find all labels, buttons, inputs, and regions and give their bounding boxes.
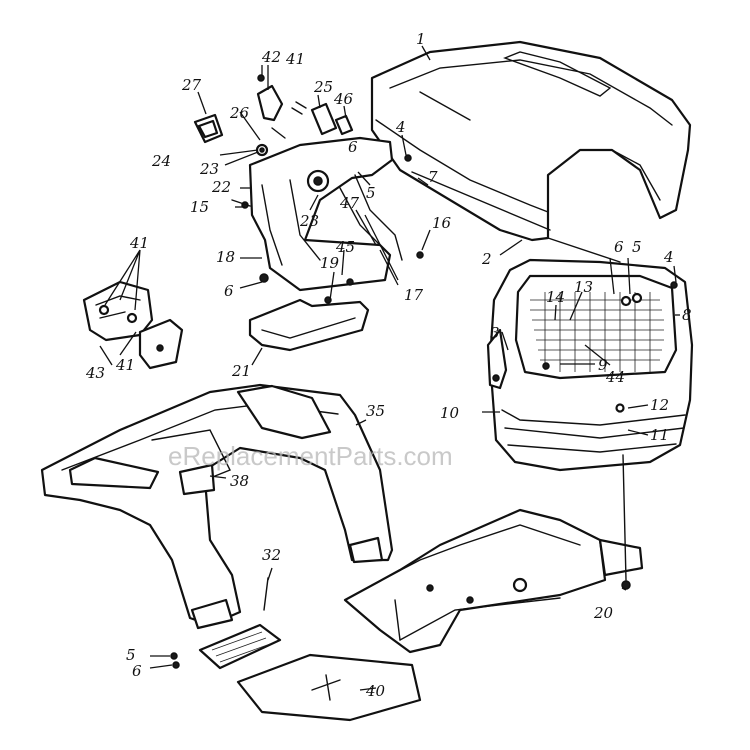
callout-20: 20 xyxy=(593,604,614,622)
callout-21: 21 xyxy=(231,362,251,380)
callout-6: 6 xyxy=(224,282,234,300)
callout-11: 11 xyxy=(650,426,669,444)
leader-lines xyxy=(99,45,680,691)
callout-8: 8 xyxy=(682,306,692,324)
fasteners xyxy=(170,154,678,669)
callout-5: 5 xyxy=(126,646,136,664)
hood-rod-extension xyxy=(547,237,621,263)
dash-panel xyxy=(248,136,403,292)
callout-1: 1 xyxy=(416,30,426,48)
lever-bracket xyxy=(82,280,184,370)
callout-47: 47 xyxy=(339,194,360,212)
callout-41: 41 xyxy=(115,356,135,374)
callout-27: 27 xyxy=(181,76,202,94)
callout-numbers: 1 2 3 4 4 5 5 5 6 6 6 6 7 8 9 10 11 12 1… xyxy=(85,30,692,700)
callout-16: 16 xyxy=(432,214,452,232)
callout-25: 25 xyxy=(313,78,333,96)
callout-14: 14 xyxy=(546,288,565,306)
callout-10: 10 xyxy=(440,404,460,422)
callout-45: 45 xyxy=(335,238,355,256)
callout-26: 26 xyxy=(229,104,250,122)
grille-assembly xyxy=(486,258,694,472)
callout-40: 40 xyxy=(365,682,386,700)
callout-12: 12 xyxy=(650,396,669,414)
callout-5: 5 xyxy=(632,238,642,256)
callout-23: 23 xyxy=(299,212,319,230)
callout-23: 23 xyxy=(199,160,219,178)
callout-7: 7 xyxy=(428,168,438,186)
callout-2: 2 xyxy=(481,250,492,268)
mount-bracket xyxy=(248,298,370,352)
callout-35: 35 xyxy=(366,402,385,420)
callout-24: 24 xyxy=(151,152,171,170)
callout-15: 15 xyxy=(190,198,209,216)
callout-3: 3 xyxy=(490,324,500,342)
hood-part xyxy=(370,40,692,242)
callout-5: 5 xyxy=(366,184,376,202)
callout-4: 4 xyxy=(663,248,674,266)
floor-plates xyxy=(198,623,422,722)
ignition-components xyxy=(193,74,354,157)
tractor-frame xyxy=(343,508,644,654)
callout-6: 6 xyxy=(614,238,624,256)
callout-13: 13 xyxy=(574,278,593,296)
callout-46: 46 xyxy=(333,90,354,108)
watermark-text: eReplacementParts.com xyxy=(168,441,453,471)
rear-fender xyxy=(40,383,394,630)
callout-41: 41 xyxy=(285,50,305,68)
hood-rod xyxy=(411,171,551,231)
callout-41: 41 xyxy=(129,234,149,252)
callout-43: 43 xyxy=(85,364,105,382)
callout-22: 22 xyxy=(211,178,231,196)
callout-17: 17 xyxy=(404,286,424,304)
callout-38: 38 xyxy=(230,472,249,490)
callout-44: 44 xyxy=(605,368,625,386)
callout-32: 32 xyxy=(262,546,281,564)
callout-6: 6 xyxy=(132,662,142,680)
callout-19: 19 xyxy=(320,254,340,272)
callout-6: 6 xyxy=(348,138,358,156)
callout-9: 9 xyxy=(598,356,608,374)
callout-4: 4 xyxy=(395,118,406,136)
callout-42: 42 xyxy=(261,48,281,66)
callout-18: 18 xyxy=(216,248,235,266)
